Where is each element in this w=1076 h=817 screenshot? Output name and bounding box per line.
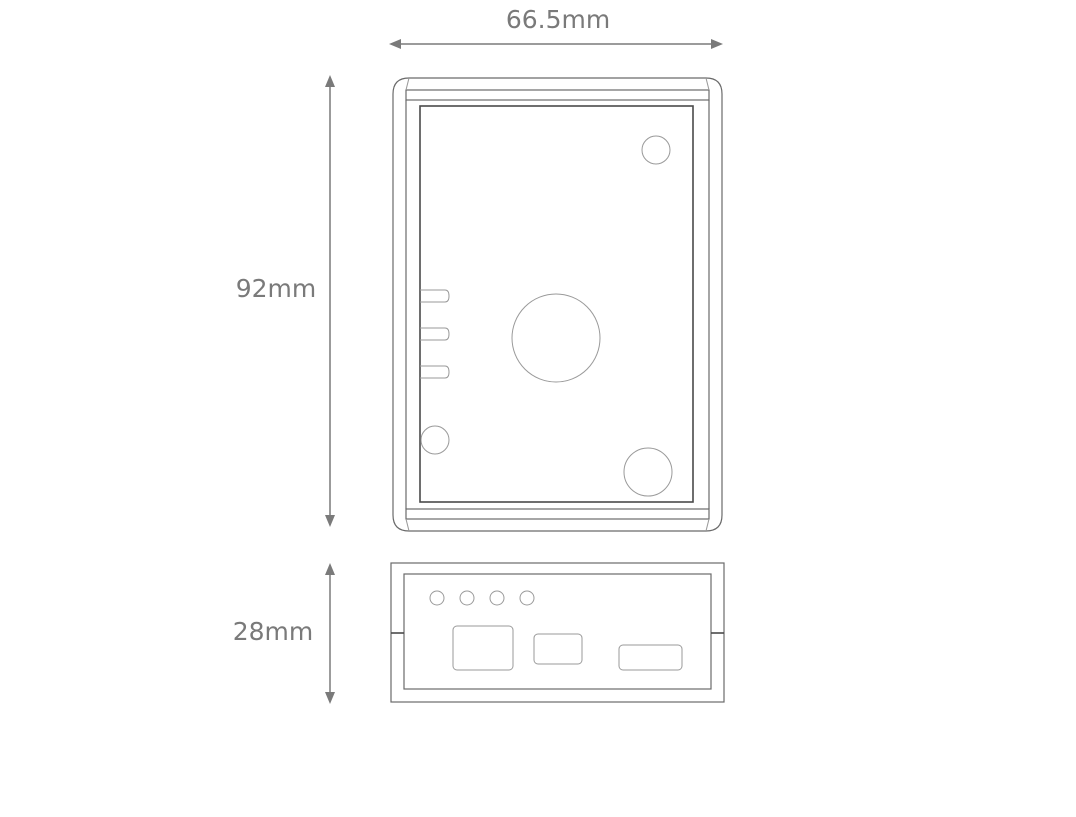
led-indicator-1: [429, 590, 445, 606]
bottom-rail-chamfer-right: [705, 518, 710, 532]
led-indicator-2: [459, 590, 475, 606]
depth-dimension: 28mm: [233, 563, 335, 704]
depth-label: 28mm: [233, 617, 314, 646]
side-led-tab-3: [420, 365, 450, 379]
width-dimension: 66.5mm: [389, 5, 723, 49]
center-component: [511, 293, 601, 383]
top-view: [392, 77, 723, 532]
led-indicator-4: [519, 590, 535, 606]
bottom-rail-chamfer-left: [405, 518, 410, 532]
side-led-tab-2: [420, 327, 450, 341]
height-arrow-top-icon: [325, 75, 335, 87]
mounting-hole-bottom-left: [420, 425, 450, 455]
port-large: [452, 625, 514, 671]
top-rail-chamfer-left: [405, 77, 410, 91]
width-label: 66.5mm: [506, 5, 610, 34]
front-view: [390, 562, 725, 703]
height-arrow-bottom-icon: [325, 515, 335, 527]
mounting-hole-top-right: [641, 135, 671, 165]
top-rail: [405, 89, 710, 101]
enclosure-outer-shell: [392, 77, 723, 532]
side-led-tab-1: [420, 289, 450, 303]
depth-arrow-top-icon: [325, 563, 335, 575]
front-outer-shell: [390, 562, 725, 703]
port-wide: [618, 644, 683, 671]
pcb-board: [419, 105, 694, 503]
height-label: 92mm: [236, 274, 317, 303]
port-medium: [533, 633, 583, 665]
bottom-right-component: [623, 447, 673, 497]
height-dimension: 92mm: [236, 75, 335, 527]
width-arrow-left-icon: [389, 39, 401, 49]
width-arrow-right-icon: [711, 39, 723, 49]
led-indicator-3: [489, 590, 505, 606]
depth-arrow-bottom-icon: [325, 692, 335, 704]
top-rail-chamfer-right: [705, 77, 710, 91]
front-inner-panel: [403, 573, 712, 690]
bottom-rail: [405, 508, 710, 520]
